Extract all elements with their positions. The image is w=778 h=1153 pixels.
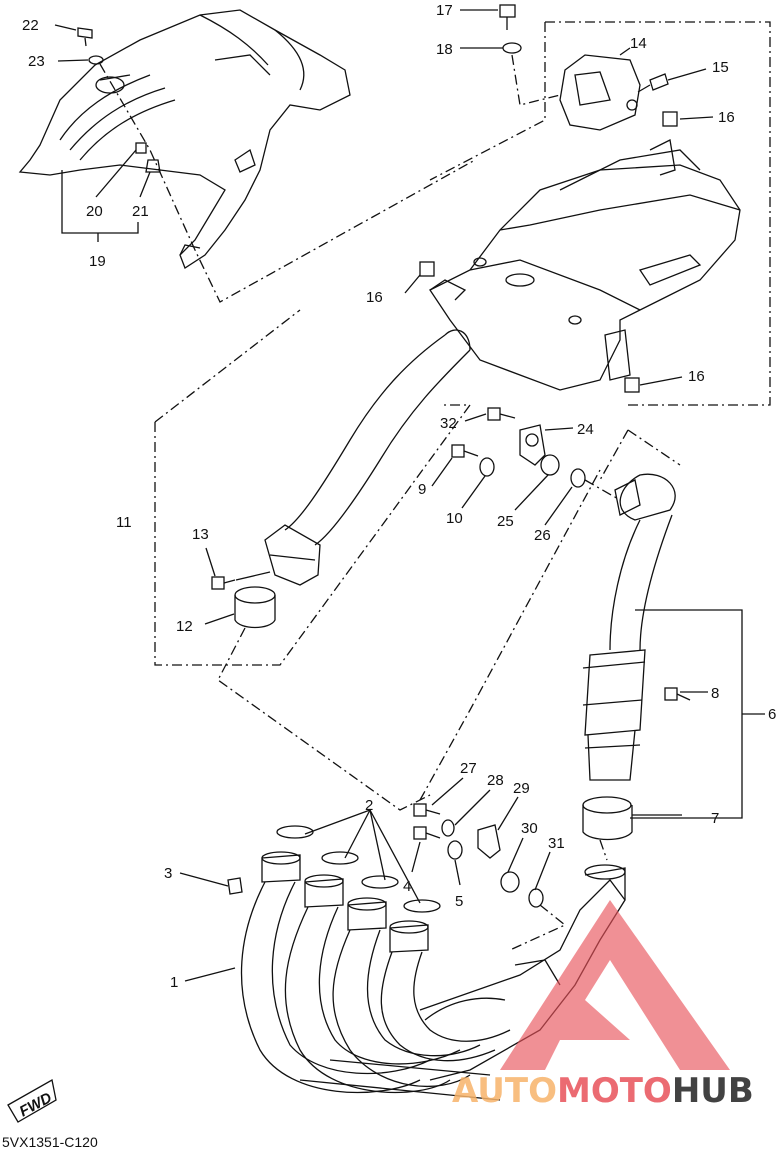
callout-25: 25	[497, 513, 514, 530]
callout-20: 20	[86, 203, 103, 220]
bolt-part-13	[211, 576, 236, 590]
callout-14: 14	[630, 35, 647, 52]
callout-4: 4	[403, 878, 411, 895]
callout-5: 5	[455, 893, 463, 910]
muffler-body	[429, 139, 741, 391]
bolt-part-17	[499, 4, 516, 30]
callout-26: 26	[534, 527, 551, 544]
bracket-part-24	[519, 424, 546, 466]
callout-21: 21	[132, 203, 149, 220]
middle-pipe-part-6	[582, 429, 681, 781]
callout-6: 6	[768, 706, 776, 723]
callout-1: 1	[170, 974, 178, 991]
callout-18: 18	[436, 41, 453, 58]
callout-7: 7	[711, 810, 719, 827]
callout-9: 9	[418, 481, 426, 498]
automotohub-watermark: AUTOMOTOHUB	[452, 900, 754, 1111]
svg-text:AUTOMOTOHUB: AUTOMOTOHUB	[452, 1071, 754, 1111]
watermark-auto: AUTO	[452, 1071, 557, 1111]
bolt-part-8	[664, 687, 691, 701]
bracket-part-14	[559, 54, 641, 131]
bracket-part-29	[477, 824, 501, 859]
grommet-part-25	[540, 454, 560, 476]
link-pipe-part-11	[264, 329, 471, 586]
nut-part-16-left	[419, 261, 435, 277]
callout-29: 29	[513, 780, 530, 797]
heat-shield-cover	[18, 9, 351, 269]
clip-part-20	[135, 142, 147, 154]
grommet-part-23	[88, 55, 104, 65]
watermark-hub: HUB	[672, 1071, 754, 1111]
collar-part-26	[570, 468, 586, 488]
washer-part-18	[502, 42, 522, 54]
screw-part-22	[77, 27, 93, 47]
nut-part-3	[227, 877, 243, 895]
collar-part-31	[528, 888, 544, 908]
callout-24: 24	[577, 421, 594, 438]
bolt-part-27	[413, 803, 441, 817]
callout-15: 15	[712, 59, 729, 76]
callout-labels: 22 23 20 21 19 17 18 14 15 16 16 16 32 2…	[22, 2, 776, 991]
watermark-moto: MOTO	[557, 1071, 672, 1111]
washer-part-28	[441, 819, 455, 837]
bolt-part-15	[637, 73, 669, 93]
callout-32: 32	[440, 415, 457, 432]
callout-16-left: 16	[366, 289, 383, 306]
callout-8: 8	[711, 685, 719, 702]
callout-17: 17	[436, 2, 453, 19]
nut-part-16-lower	[624, 377, 640, 393]
diagram-code: 5VX1351-C120	[2, 1134, 98, 1150]
washer-part-10	[479, 457, 495, 477]
callout-16-lower: 16	[688, 368, 705, 385]
callout-11: 11	[116, 514, 132, 531]
nut-part-16-upper	[662, 111, 678, 127]
callout-23: 23	[28, 53, 45, 70]
gasket-part-12	[234, 586, 276, 629]
grommet-part-30	[500, 871, 520, 893]
callout-10: 10	[446, 510, 463, 527]
callout-3: 3	[164, 865, 172, 882]
callout-13: 13	[192, 526, 209, 543]
callout-22: 22	[22, 17, 39, 34]
watermark-logo-icon	[500, 900, 730, 1070]
fwd-label: FWD	[17, 1089, 55, 1120]
callout-31: 31	[548, 835, 565, 852]
gasket-part-7	[582, 796, 633, 841]
fwd-arrow-icon: FWD	[7, 1078, 57, 1123]
washer-part-5	[447, 840, 463, 860]
bolt-part-32	[487, 407, 516, 421]
callout-19: 19	[89, 253, 106, 270]
callout-30: 30	[521, 820, 538, 837]
callout-16-upper: 16	[718, 109, 735, 126]
callout-28: 28	[487, 772, 504, 789]
bolt-part-4	[413, 826, 441, 840]
callout-27: 27	[460, 760, 477, 777]
exhaust-header-part-1	[240, 825, 626, 1101]
bolt-part-9	[451, 444, 479, 458]
callout-12: 12	[176, 618, 193, 635]
callout-2: 2	[365, 797, 373, 814]
